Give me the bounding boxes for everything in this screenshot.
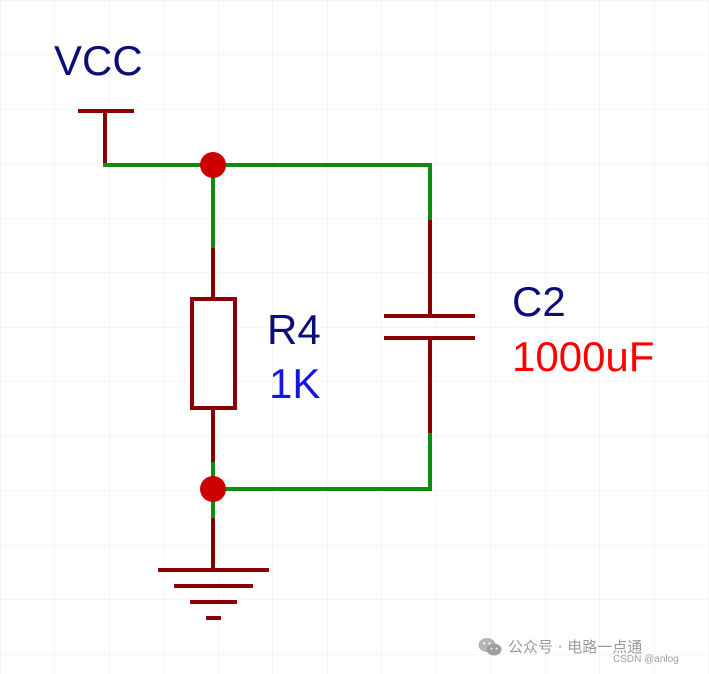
- resistor-ref-label: R4: [267, 306, 321, 353]
- junction-bottom: [200, 476, 226, 502]
- watermark: 公众号 · 电路一点通: [478, 636, 642, 657]
- resistor-r4[interactable]: [190, 248, 237, 462]
- csdn-source-mark: CSDN @anlog: [613, 654, 679, 665]
- junction-top: [200, 152, 226, 178]
- vcc-label: VCC: [54, 37, 143, 84]
- capacitor-ref-label: C2: [512, 278, 566, 325]
- wechat-icon: [478, 637, 502, 655]
- resistor-value-label: 1K: [269, 360, 320, 407]
- vcc-power-symbol[interactable]: [78, 109, 134, 165]
- capacitor-value-label: 1000uF: [512, 333, 654, 380]
- bottom-wire: [211, 431, 432, 491]
- capacitor-c2[interactable]: [384, 220, 475, 433]
- ground-symbol[interactable]: [158, 518, 269, 620]
- watermark-account-text: 公众号 · 电路一点通: [508, 638, 643, 656]
